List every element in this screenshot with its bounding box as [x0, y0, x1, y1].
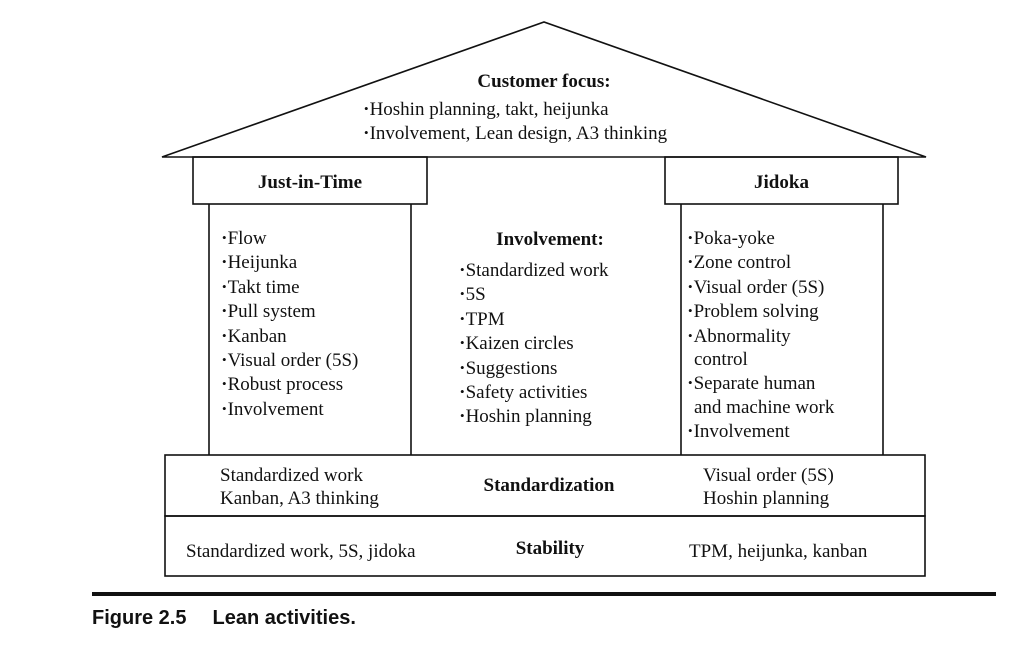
center-item: Hoshin planning	[460, 404, 609, 428]
center-item: Safety activities	[460, 380, 609, 404]
center-item: Standardized work	[460, 258, 609, 282]
center-list: Standardized work 5S TPM Kaizen circles …	[460, 258, 609, 429]
left-pillar-item: Pull system	[222, 299, 358, 323]
figure-title: Lean activities.	[212, 607, 356, 629]
standardization-right-line: Hoshin planning	[703, 488, 830, 510]
left-pillar-list: Flow Heijunka Takt time Pull system Kanb…	[222, 226, 359, 421]
center-item: 5S	[460, 282, 609, 306]
left-pillar-item: Involvement	[222, 397, 358, 421]
center-item: Kaizen circles	[460, 331, 609, 355]
center-item: TPM	[460, 307, 609, 331]
right-pillar-item: Separate human	[688, 371, 834, 395]
stability-right: TPM, heijunka, kanban	[689, 541, 868, 562]
standardization-left-line: Standardized work	[220, 465, 363, 486]
stability-label: Stability	[515, 538, 585, 559]
right-pillar-item: Poka-yoke	[688, 226, 834, 250]
right-pillar-title: Jidoka	[754, 172, 809, 193]
right-pillar-item: Abnormality	[688, 324, 834, 348]
standardization-right-line: Visual order (5S)	[703, 465, 834, 486]
right-pillar-item: Problem solving	[688, 299, 834, 323]
right-pillar-list: Poka-yoke Zone control Visual order (5S)…	[688, 226, 835, 444]
left-pillar-item: Visual order (5S)	[222, 348, 359, 372]
left-pillar-item: Kanban	[222, 324, 358, 348]
right-pillar-item: and machine work	[694, 396, 835, 418]
left-pillar-title: Just-in-Time	[257, 172, 363, 193]
figure-number: Figure 2.5	[92, 607, 187, 629]
left-pillar-item: Flow	[222, 226, 358, 250]
stability-band	[164, 515, 926, 577]
center-item: Suggestions	[460, 356, 609, 380]
right-pillar-item: Zone control	[688, 250, 834, 274]
standardization-label: Standardization	[483, 475, 615, 496]
left-pillar-header	[192, 156, 428, 205]
left-pillar-item: Robust process	[222, 372, 358, 396]
left-pillar-item: Takt time	[222, 275, 358, 299]
right-pillar-item: Involvement	[688, 419, 834, 443]
roof-item: Hoshin planning, takt, heijunka	[364, 97, 667, 121]
standardization-left: Standardized work Kanban, A3 thinking	[220, 464, 379, 511]
figure-caption: Figure 2.5 Lean activities.	[92, 607, 356, 630]
roof-title: Customer focus:	[477, 71, 611, 92]
stability-left: Standardized work, 5S, jidoka	[186, 541, 416, 562]
roof-item: Involvement, Lean design, A3 thinking	[364, 121, 668, 145]
roof-list: Hoshin planning, takt, heijunka Involvem…	[364, 97, 668, 146]
right-pillar-header	[664, 156, 899, 205]
standardization-right: Visual order (5S) Hoshin planning	[703, 464, 834, 511]
right-pillar-item: control	[694, 349, 748, 371]
right-pillar-item: Visual order (5S)	[688, 275, 834, 299]
standardization-left-line: Kanban, A3 thinking	[220, 488, 379, 510]
roof	[161, 21, 927, 158]
center-title: Involvement:	[496, 229, 604, 250]
left-pillar-item: Heijunka	[222, 250, 358, 274]
